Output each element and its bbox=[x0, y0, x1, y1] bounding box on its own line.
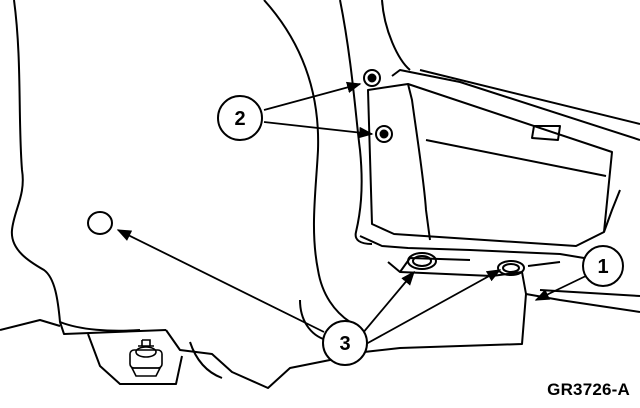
mounting-holes bbox=[87, 211, 525, 276]
hole-grommet-left bbox=[407, 252, 437, 270]
callout-3: 3 bbox=[322, 320, 368, 366]
module-housing bbox=[367, 69, 640, 247]
callout-2: 2 bbox=[217, 95, 263, 141]
nut-upper bbox=[363, 69, 381, 87]
retaining-nuts bbox=[363, 69, 393, 143]
trim-pillar bbox=[263, 0, 411, 323]
hole-grommet-right bbox=[497, 260, 525, 276]
callout-2-label: 2 bbox=[234, 108, 245, 130]
push-pin-fastener bbox=[129, 339, 163, 377]
callout-3-label: 3 bbox=[339, 333, 350, 355]
figure-id: GR3726-A bbox=[547, 380, 630, 399]
hole-open bbox=[87, 211, 113, 235]
vehicle-body-panel bbox=[0, 0, 361, 389]
nut-lower bbox=[375, 125, 393, 143]
callout-1: 1 bbox=[582, 245, 624, 287]
leader-lines bbox=[116, 81, 591, 345]
callout-1-label: 1 bbox=[597, 256, 608, 278]
